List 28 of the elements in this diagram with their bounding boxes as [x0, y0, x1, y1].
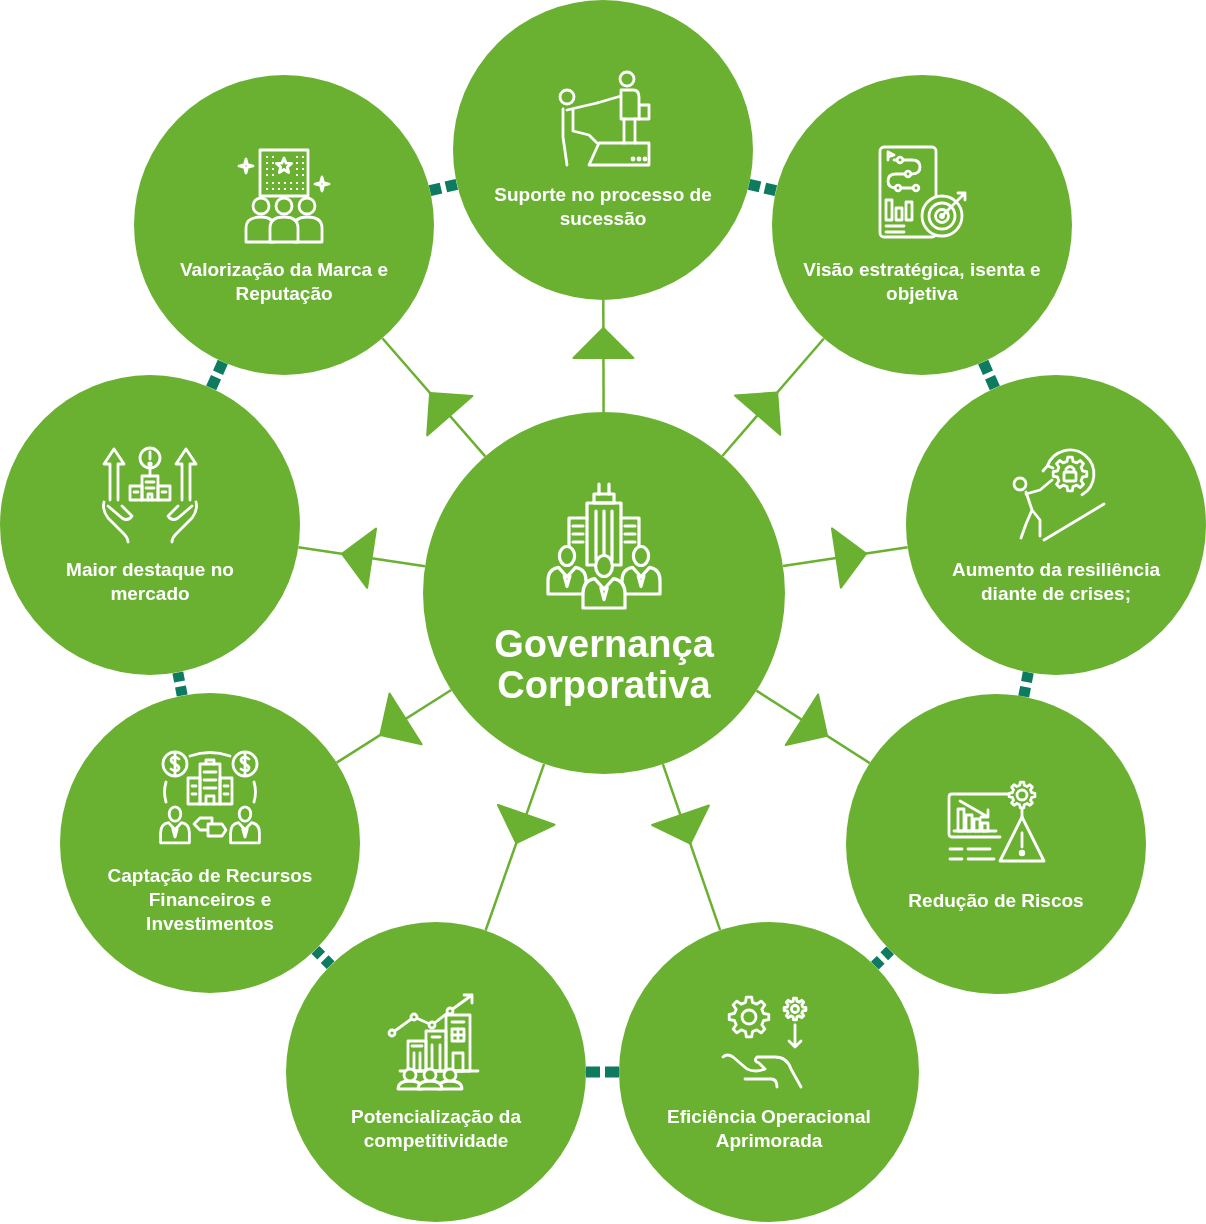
arrow — [298, 527, 426, 589]
circle-label: Redução de Riscos — [907, 889, 1085, 913]
arrow — [782, 527, 908, 589]
dashed-connector — [747, 178, 778, 197]
dashed-connector — [311, 945, 335, 970]
dashed-connector — [978, 359, 1000, 391]
arrow — [336, 688, 452, 764]
arrow — [651, 763, 722, 931]
arrow — [484, 763, 556, 931]
circle-label: Captação de Recursos Financeiros e Investimentos — [106, 864, 314, 936]
arrow — [755, 689, 871, 765]
dashed-connector — [172, 671, 188, 697]
circle-label: Aumento da resiliência diante de crises; — [951, 558, 1161, 606]
circle-label: Suporte no processo de sucessão — [493, 183, 713, 231]
arrow — [721, 337, 825, 457]
dashed-connector — [586, 1066, 619, 1078]
hub-title: Governança Corporativa — [493, 624, 715, 706]
circle-label: Visão estratégica, isenta e objetiva — [802, 258, 1042, 306]
dashed-connector — [428, 178, 459, 197]
circle-label: Valorização da Marca e Reputação — [178, 258, 390, 306]
circle-label: Eficiência Operacional Aprimorada — [666, 1105, 872, 1153]
dashed-connector — [1018, 671, 1034, 698]
dashed-connector — [206, 359, 228, 391]
arrow — [572, 300, 635, 412]
circle-label: Maior destaque no mercado — [65, 558, 235, 606]
dashed-connector — [870, 946, 895, 970]
circle-label: Potencialização da competitividade — [350, 1105, 522, 1153]
arrow — [381, 337, 487, 458]
